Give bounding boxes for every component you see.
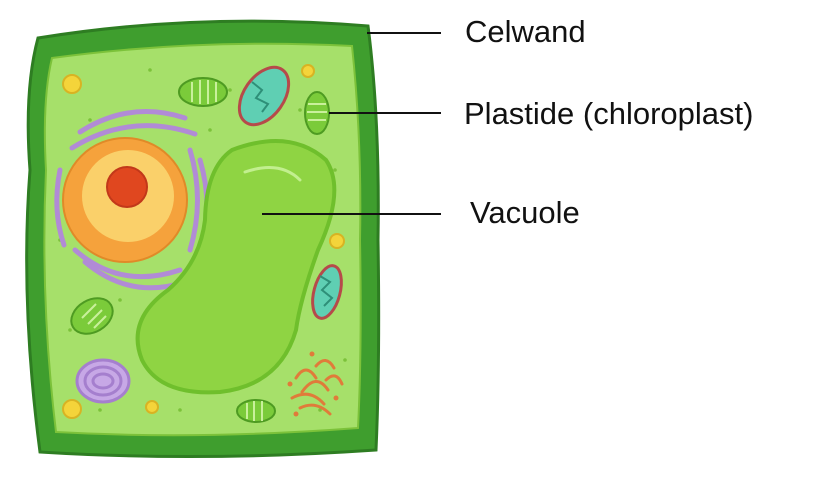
vesicles <box>62 64 345 419</box>
chloroplast-right <box>304 91 330 135</box>
mitochondrion-top <box>237 65 291 127</box>
mitochondrion-right <box>311 264 343 320</box>
vacuole <box>135 139 337 395</box>
ribosome-cluster <box>290 359 344 416</box>
vacuole-highlight <box>243 166 302 182</box>
label-plastide: Plastide (chloroplast) <box>464 96 754 131</box>
cytoplasm-speckles <box>58 68 347 422</box>
chloroplast-top <box>178 77 228 107</box>
chloroplast-left <box>70 297 114 335</box>
chloroplast-bottom <box>236 399 276 423</box>
golgi-apparatus <box>75 358 131 404</box>
label-celwand: Celwand <box>465 14 586 49</box>
label-vacuole: Vacuole <box>470 195 580 230</box>
ribosome-dots <box>287 351 339 417</box>
nucleus <box>62 137 188 263</box>
